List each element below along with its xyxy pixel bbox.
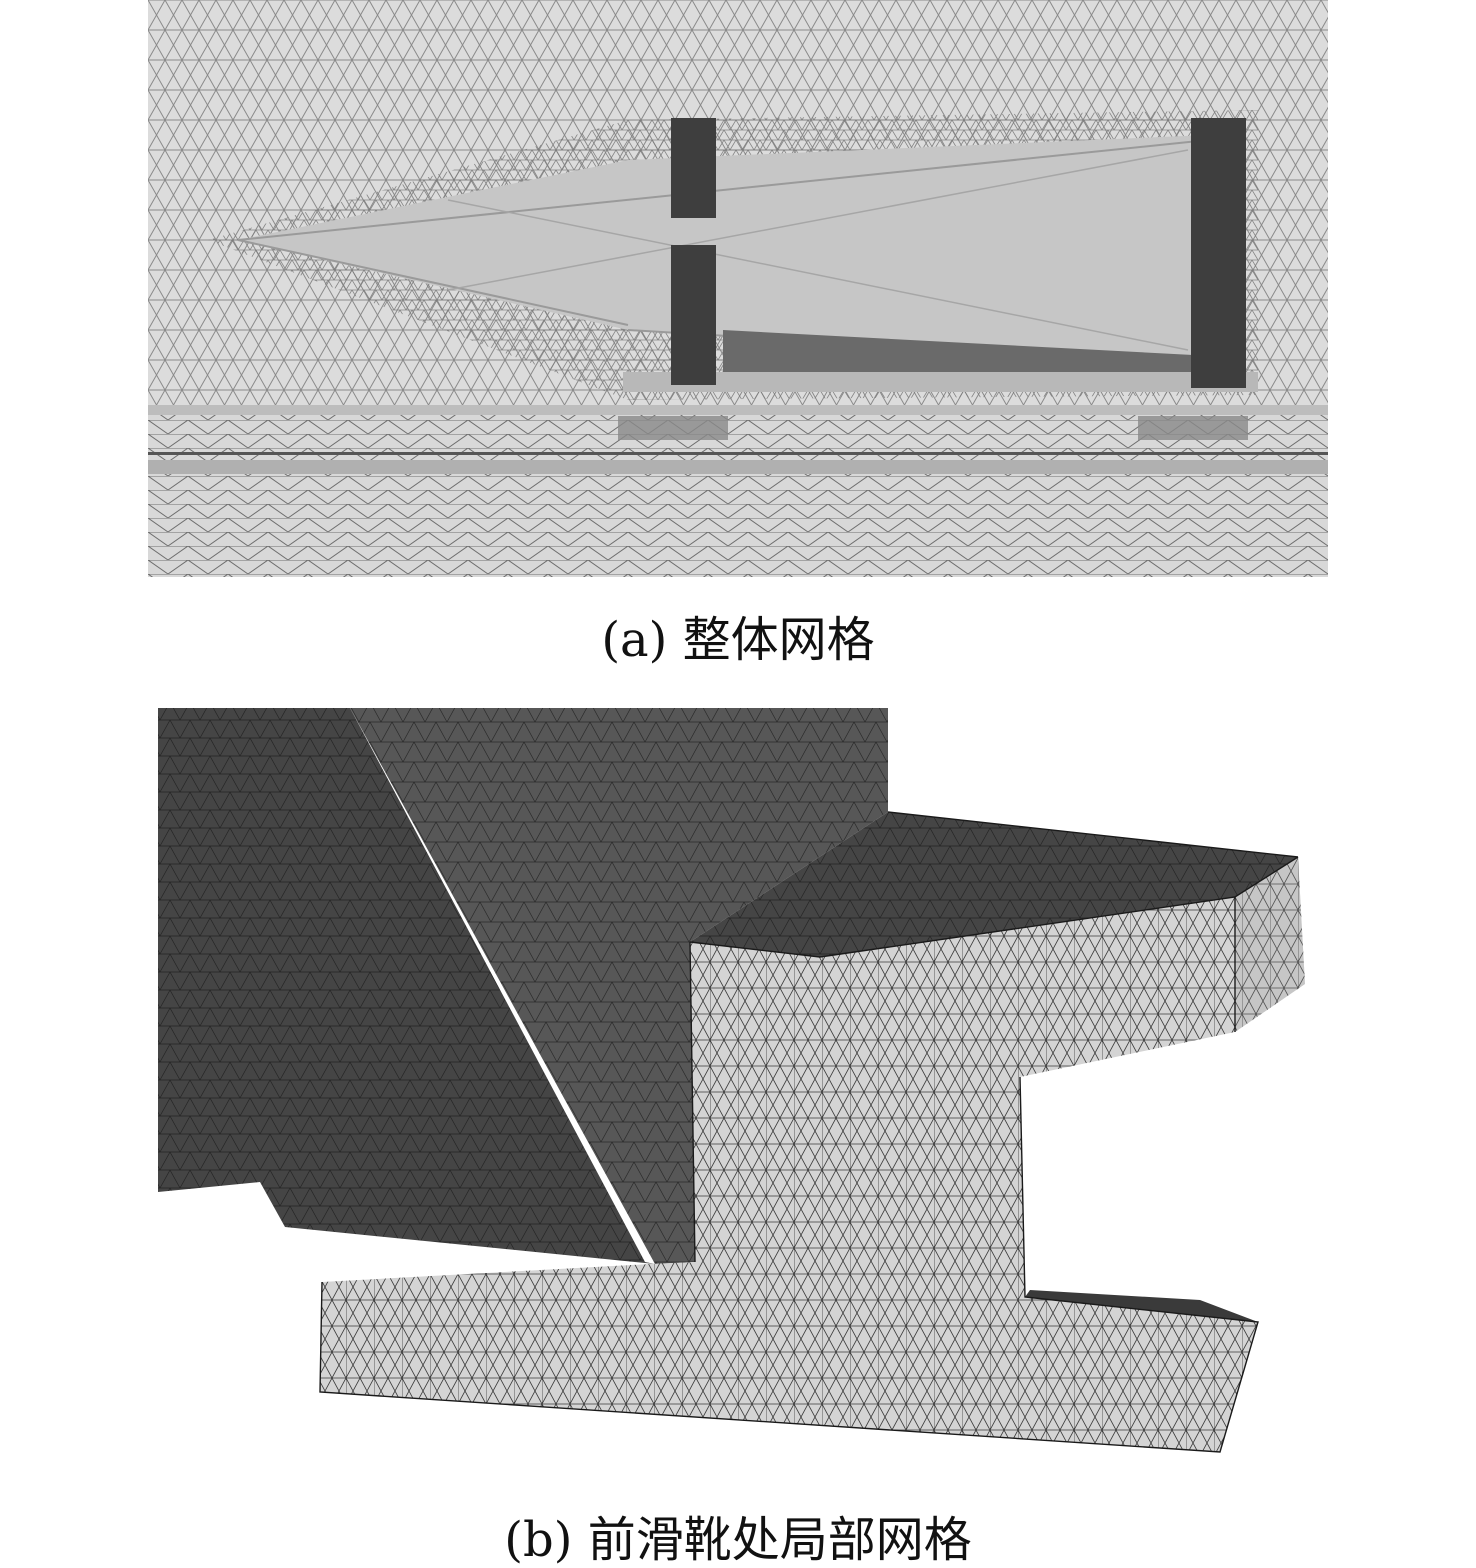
rail-top-band — [148, 405, 1328, 415]
front-slipper-local-mesh-panel — [150, 702, 1310, 1492]
overall-mesh-panel — [148, 0, 1328, 577]
rail-line — [148, 452, 1328, 455]
slipper-outline — [319, 811, 1299, 1453]
overall-mesh-image — [148, 0, 1328, 577]
local-mesh-image — [158, 708, 1305, 1453]
caption-overall-mesh: (a) 整体网格 — [601, 612, 875, 668]
slipper-plate — [623, 372, 1258, 392]
front-slipper-upper — [671, 118, 716, 218]
front-slipper-lower — [671, 245, 716, 385]
sled-diagonals — [447, 149, 1189, 351]
sled-body-front-face — [350, 708, 888, 1264]
slipper-groove — [1025, 1290, 1258, 1322]
rear-slipper — [1191, 118, 1246, 388]
rail-middle-band — [148, 460, 1328, 474]
rear-slipper-rail-zone — [1138, 416, 1248, 440]
caption-local-mesh: (b) 前滑靴处局部网格 — [504, 1512, 972, 1568]
front-slipper-rail-zone — [618, 416, 728, 440]
sled-body-left-face — [158, 708, 655, 1264]
rail-mesh-lines — [148, 405, 1328, 577]
slipper-end-face — [1235, 857, 1305, 1032]
slipper-top-face — [690, 812, 1298, 957]
sled-lower-wedge — [723, 330, 1193, 380]
slipper-front-face — [320, 897, 1258, 1452]
slipper-end-shade — [1235, 857, 1305, 1032]
